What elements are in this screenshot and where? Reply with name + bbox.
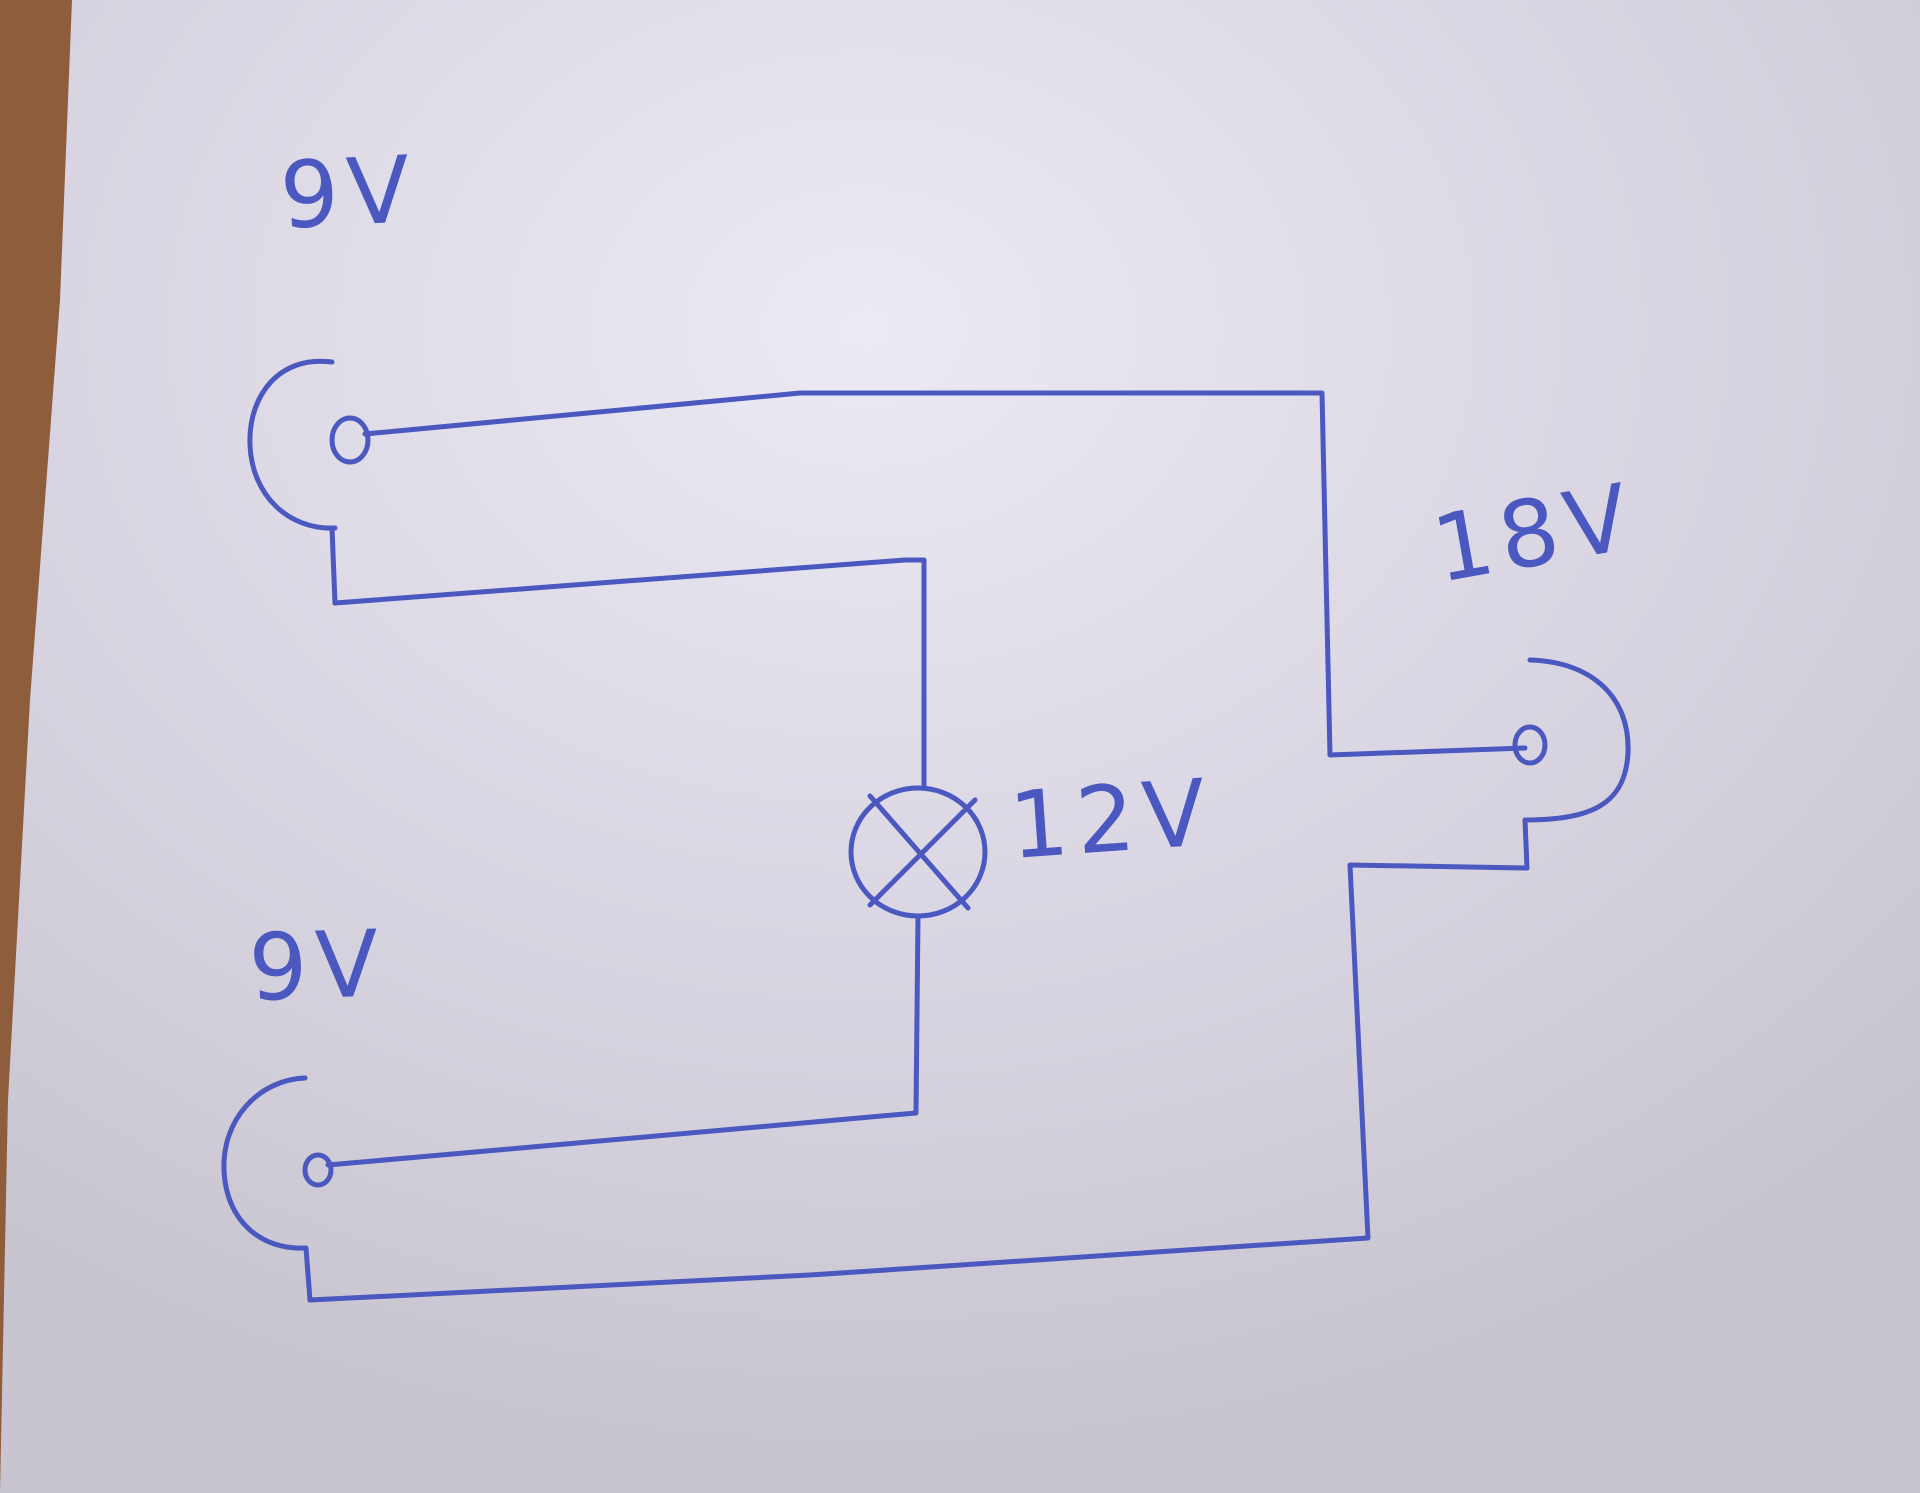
top-source-terminal [247,358,371,606]
ink-drawing [221,358,1631,1303]
top-source-label: 9V [278,136,421,250]
bottom-source-terminal [221,1075,334,1303]
lamp-label: 12V [1006,759,1217,880]
bottom-source-label: 9V [247,910,388,1022]
wires [307,390,1530,1303]
output-terminal [1512,657,1631,871]
